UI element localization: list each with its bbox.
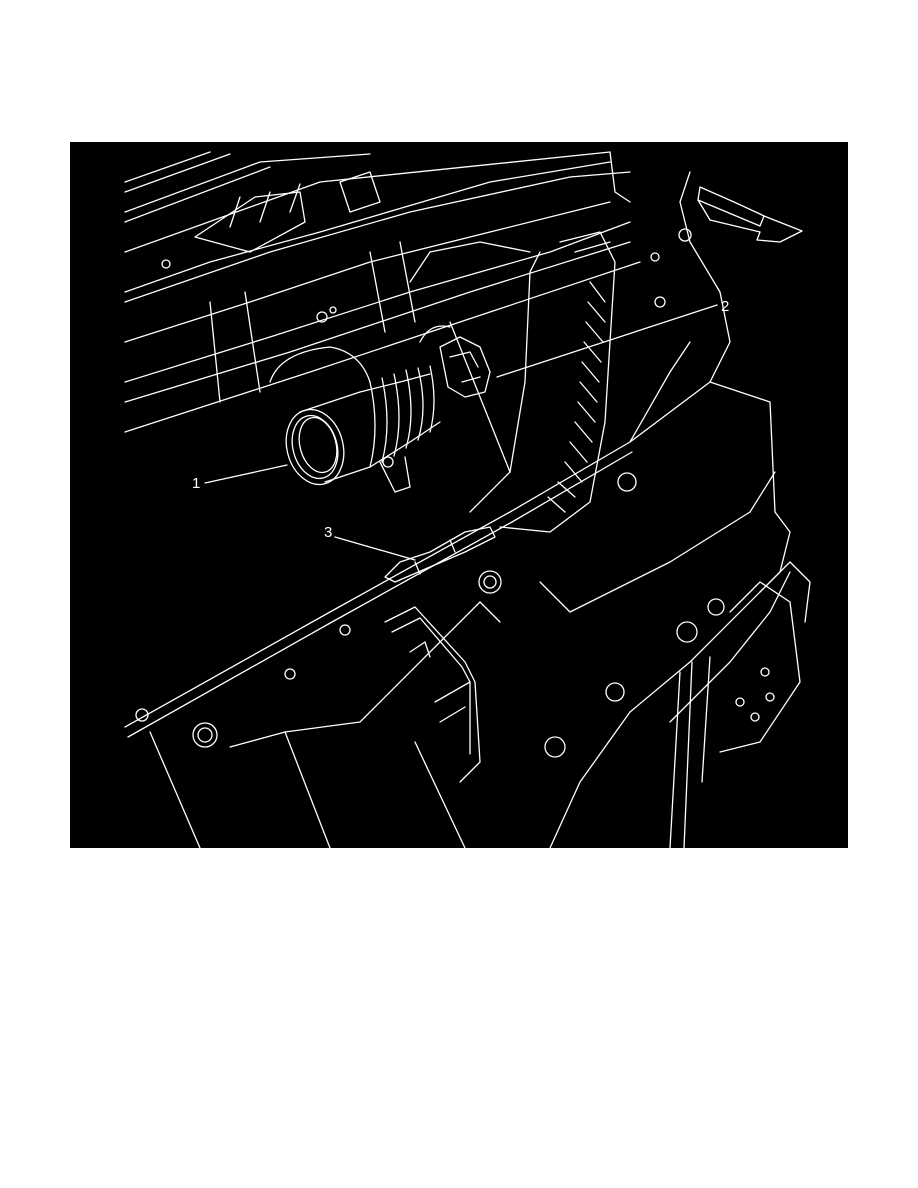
callout-2: 2 xyxy=(721,298,730,315)
hood-latch-area xyxy=(669,561,811,848)
forward-direction-arrow-icon xyxy=(697,186,803,243)
service-illustration: 1 2 3 xyxy=(70,142,848,848)
harness-connector xyxy=(384,526,496,583)
upper-support-lines xyxy=(124,151,641,433)
illustration-linework xyxy=(124,151,811,848)
callout-leaders xyxy=(204,304,718,561)
callout-3: 3 xyxy=(324,524,333,541)
front-panel xyxy=(124,171,791,848)
callout-1: 1 xyxy=(192,475,201,492)
intake-duct xyxy=(269,346,441,493)
mass-airflow-sensor xyxy=(419,325,491,398)
air-cleaner-housing xyxy=(409,231,616,533)
